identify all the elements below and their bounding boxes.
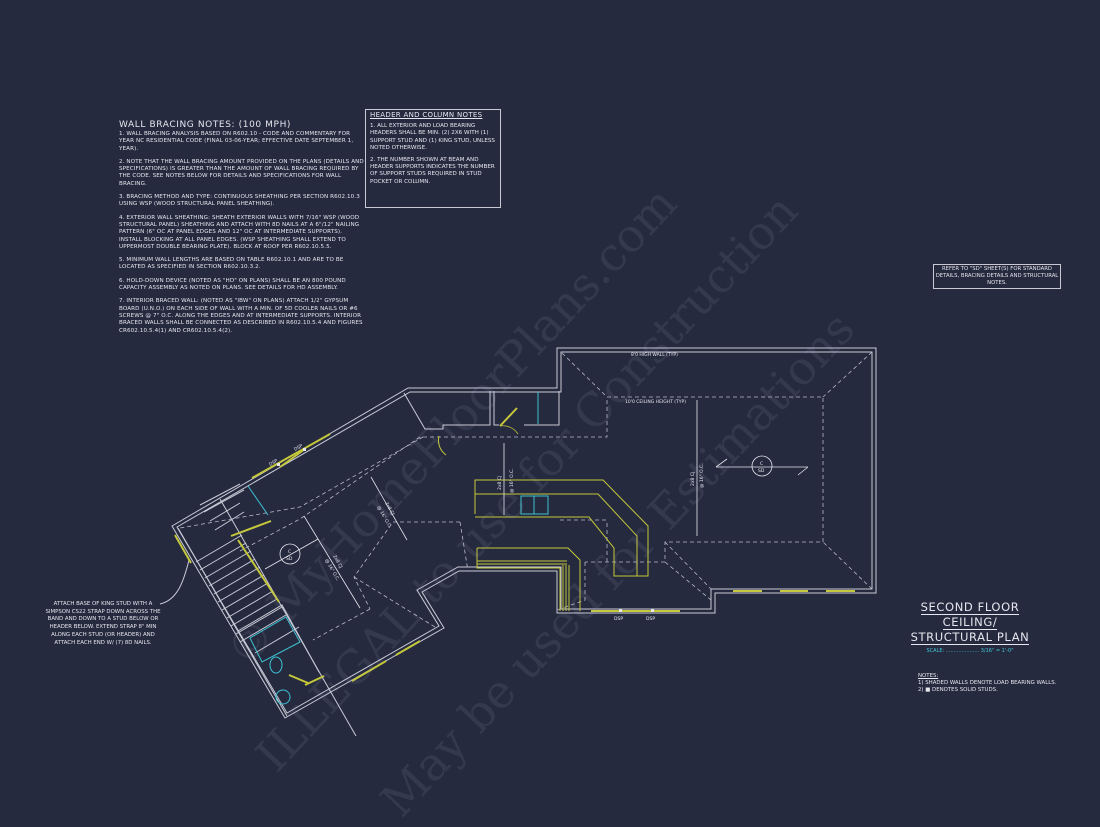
- solid-stud-icon: [651, 609, 654, 612]
- refer-note-box: REFER TO "SD" SHEET(S) FOR STANDARD DETA…: [933, 264, 1061, 289]
- wall-bracing-notes: WALL BRACING NOTES: (100 MPH) 1. WALL BR…: [119, 120, 367, 341]
- dimension-lines: [264, 400, 809, 609]
- section-marker-icon: [279, 543, 301, 565]
- plan-scale: SCALE: ..................... 3/16" = 1'-…: [926, 648, 1014, 654]
- toilet-icon: [269, 656, 283, 674]
- wall-bracing-note: 7. INTERIOR BRACED WALL: (NOTED AS "IBW"…: [119, 298, 363, 334]
- dsp-label: DSP: [614, 616, 623, 622]
- section-sd-label: SD: [758, 468, 765, 474]
- exterior-wall-inner: [176, 351, 873, 714]
- spacing-label: @ 16" O.C.: [509, 468, 515, 493]
- load-bearing-walls: [174, 407, 855, 686]
- closet-wall: [403, 391, 491, 430]
- kitchen-counter: [438, 425, 649, 611]
- spacing-label: @ 16" O.C.: [699, 463, 705, 488]
- solid-stud-icon: [303, 448, 306, 451]
- section-sd-label: SD: [286, 556, 293, 562]
- strap-leader: [159, 559, 190, 605]
- bath-wall: [237, 604, 320, 673]
- note-item: 1) SHADED WALLS DENOTE LOAD BEARING WALL…: [918, 680, 1057, 686]
- stair: [177, 483, 357, 737]
- header-note: 2. THE NUMBER SHOWN AT BEAM AND HEADER S…: [370, 157, 495, 185]
- strap-note: ATTACH BASE OF KING STUD WITH A SIMPSON …: [45, 601, 161, 646]
- wall-bracing-title: WALL BRACING NOTES: (100 MPH): [119, 120, 292, 130]
- note-item: 2) ■ DENOTES SOLID STUDS.: [918, 687, 998, 693]
- bath-wall: [254, 626, 300, 654]
- header-note: 1. ALL EXTERIOR AND LOAD BEARING HEADERS…: [370, 123, 495, 151]
- shower-icon: [249, 616, 301, 663]
- dsp-label: DSP: [646, 616, 655, 622]
- wall-bracing-note: 4. EXTERIOR WALL SHEATHING: SHEATH EXTER…: [119, 214, 360, 250]
- section-c-label: C: [760, 461, 763, 467]
- plumbing-fixtures: [247, 392, 549, 705]
- dsp-label: DSP: [293, 443, 304, 453]
- plan-title: SECOND FLOOR CEILING/ STRUCTURAL PLAN SC…: [900, 600, 1040, 654]
- plan-title-line1: SECOND FLOOR CEILING/: [920, 600, 1020, 630]
- plan-title-line2: STRUCTURAL PLAN: [910, 630, 1030, 645]
- closet-wall: [524, 391, 560, 426]
- ceiling-height-label: 10'0 CEILING HEIGHT (TYP): [625, 399, 686, 405]
- high-wall-label: 8'0 HIGH WALL (TYP): [631, 352, 678, 358]
- header-notes-title: HEADER AND COLUMN NOTES: [370, 111, 483, 119]
- section-marker-icon: [751, 455, 773, 477]
- wall-bracing-note: 6. HOLD-DOWN DEVICE (NOTED AS "HD" ON PL…: [119, 277, 346, 292]
- wall-bracing-note: 5. MINIMUM WALL LENGTHS ARE BASED ON TAB…: [119, 257, 344, 271]
- joist-label: 2x8 CJ: [497, 476, 503, 490]
- closet-wall: [493, 391, 499, 426]
- section-c-label: C: [288, 549, 291, 555]
- bottom-notes: NOTES: 1) SHADED WALLS DENOTE LOAD BEARI…: [918, 673, 1056, 694]
- joist-label: 2x8 CJ: [690, 472, 696, 486]
- solid-stud-icon: [619, 609, 622, 612]
- ceiling-lines: [179, 351, 873, 641]
- exterior-wall-outer: [171, 347, 877, 719]
- sink-icon: [275, 689, 291, 705]
- header-column-notes: HEADER AND COLUMN NOTES 1. ALL EXTERIOR …: [365, 109, 501, 208]
- wall-bracing-note: 2. NOTE THAT THE WALL BRACING AMOUNT PRO…: [119, 158, 364, 187]
- dsp-label: DSP: [268, 458, 279, 468]
- notes-heading: NOTES:: [918, 673, 939, 679]
- wall-bracing-note: 1. WALL BRACING ANALYSIS BASED ON R602.1…: [119, 131, 354, 152]
- wall-bracing-note: 3. BRACING METHOD AND TYPE: CONTINUOUS S…: [119, 194, 360, 208]
- solid-stud-icon: [277, 463, 280, 466]
